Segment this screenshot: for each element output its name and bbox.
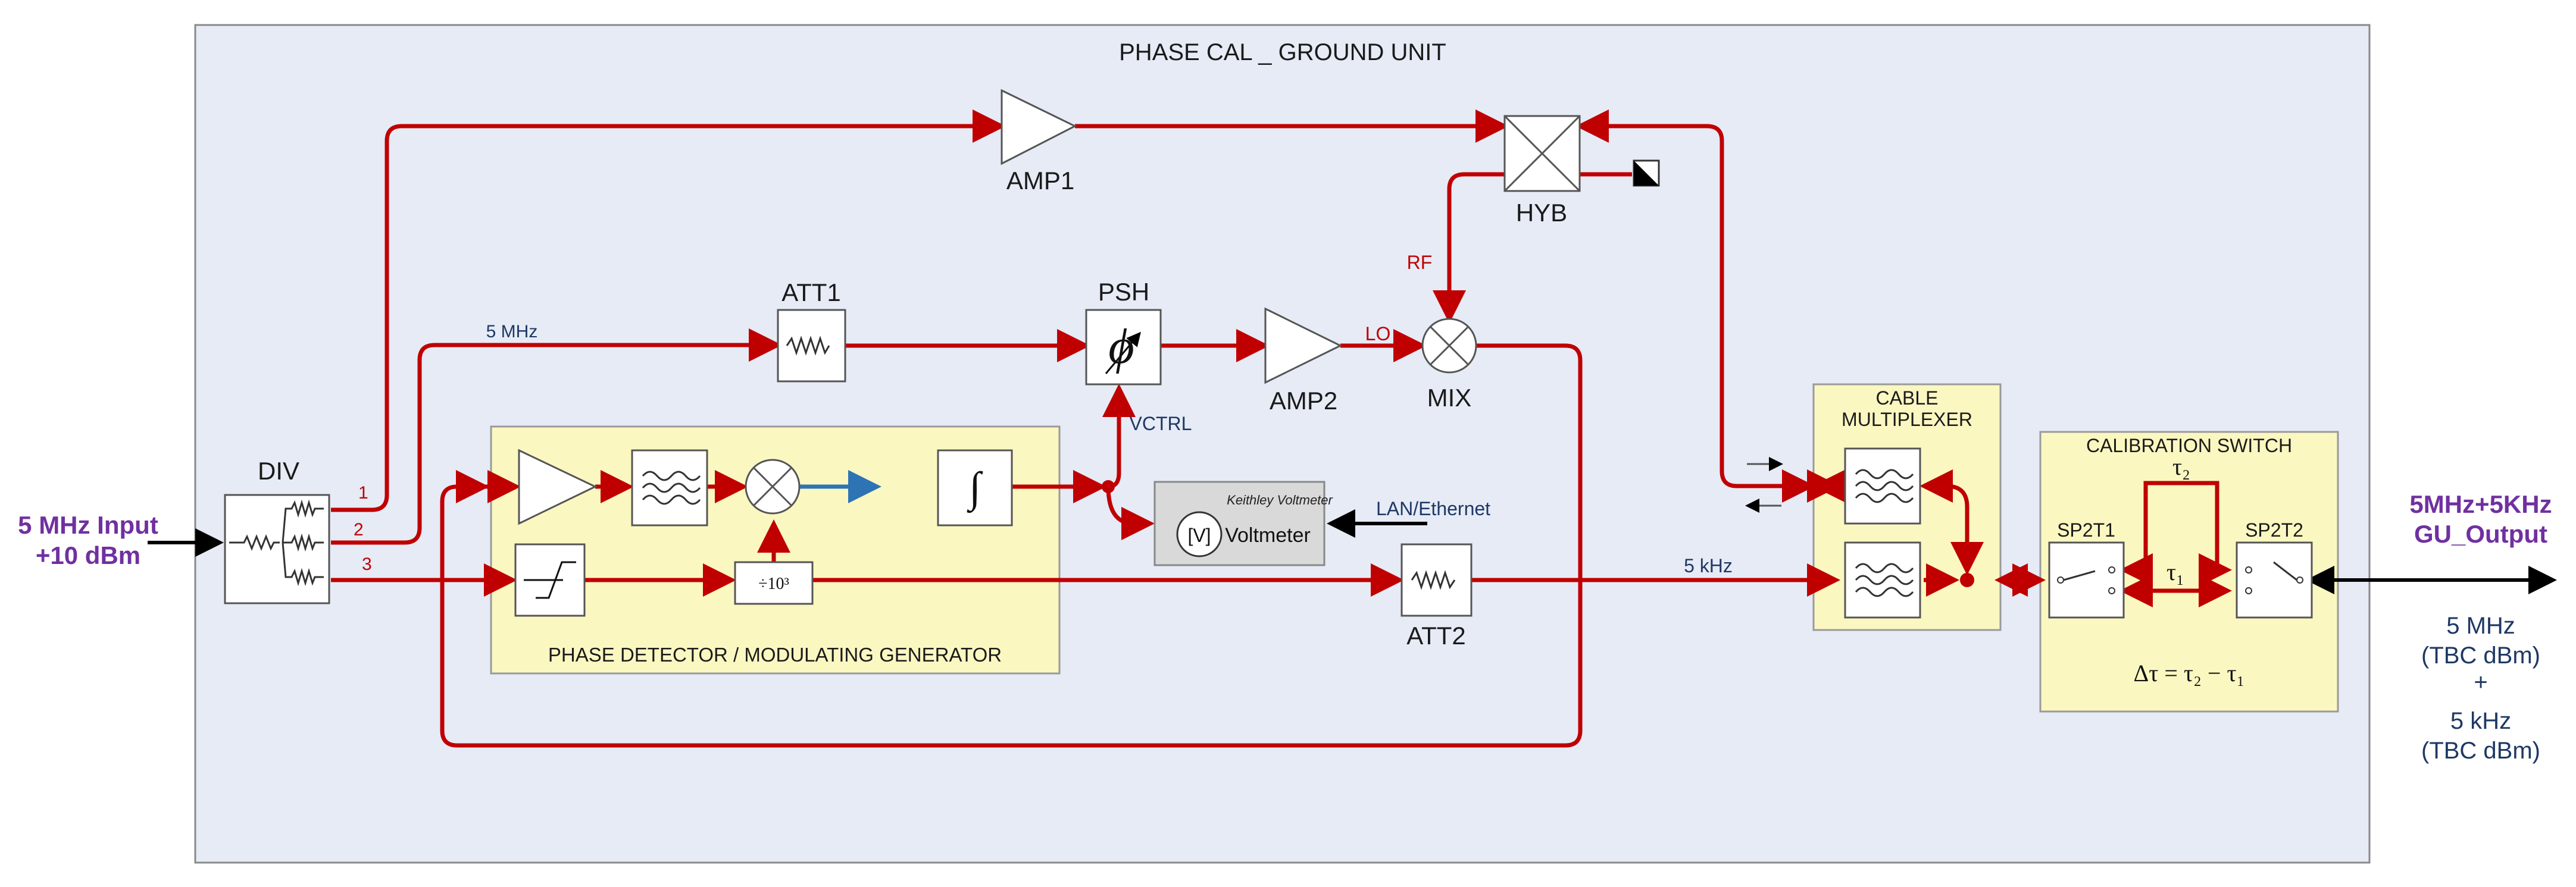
voltmeter-symbol: [V] (1187, 525, 1211, 546)
label-5mhz: 5 MHz (486, 322, 538, 341)
amp2-triangle (1264, 307, 1343, 384)
divider-label: ÷10³ (758, 575, 789, 593)
path-div1-amp1 (331, 109, 1006, 512)
path-hyb-mix-rf (1433, 172, 1505, 324)
input-label-2: +10 dBm (36, 541, 140, 569)
mux-filter-upper (1844, 447, 1921, 525)
cable-mux-label-1: CABLE (1876, 387, 1939, 409)
att2-attenuator (1400, 543, 1473, 617)
pd-divider (734, 561, 814, 605)
sp2t1-label: SP2T1 (2057, 519, 2115, 541)
port-2-label: 2 (354, 520, 364, 540)
voltmeter-header: Keithley Voltmeter (1227, 493, 1333, 507)
output-spec-3: + (2474, 669, 2487, 695)
mixer (1421, 318, 1477, 374)
att1-attenuator (777, 309, 846, 383)
psh-phase-shifter: ϕ (1085, 309, 1162, 385)
pd-multiplier (745, 459, 801, 515)
sp2t2-label: SP2T2 (2245, 519, 2303, 541)
label-lan: LAN/Ethernet (1376, 498, 1490, 519)
output-spec-2: (TBC dBm) (2421, 642, 2540, 669)
junction-vctrl (1102, 480, 1115, 493)
att1-label: ATT1 (781, 278, 841, 306)
cable-mux-label-2: MULTIPLEXER (1842, 409, 1972, 430)
psh-label: PSH (1098, 278, 1149, 306)
voltmeter-dial (1176, 511, 1223, 557)
path-div2-att1 (331, 328, 782, 545)
att2-label: ATT2 (1406, 622, 1466, 650)
div-label: DIV (258, 457, 299, 485)
label-5khz: 5 kHz (1684, 555, 1733, 576)
output-spec-4: 5 kHz (2450, 708, 2511, 734)
pd-comparator (514, 543, 586, 617)
label-vctrl: VCTRL (1130, 413, 1192, 434)
output-spec-5: (TBC dBm) (2421, 738, 2540, 764)
tau2-label: τ₂ (2172, 453, 2190, 480)
integrator-symbol: ∫ (967, 463, 983, 513)
signal-lines (331, 109, 2232, 748)
pd-integrator (937, 449, 1013, 526)
amp2-label: AMP2 (1270, 387, 1337, 415)
output-title-1: 5MHz+5KHz (2409, 490, 2552, 518)
voltmeter-label: Voltmeter (1225, 524, 1311, 547)
hyb-label: HYB (1516, 199, 1567, 227)
delta-tau-formula: Δτ = τ₂ − τ₁ (2134, 660, 2245, 687)
tau1-label: τ₁ (2167, 559, 2184, 585)
calibration-switch-title: CALIBRATION SWITCH (2086, 435, 2292, 456)
amp1-label: AMP1 (1006, 167, 1074, 195)
termination-load-icon (1633, 159, 1660, 187)
junction-mux (1960, 573, 1974, 587)
output-title-2: GU_Output (2414, 520, 2547, 548)
pd-amplifier (518, 449, 598, 525)
path-hyb-mux (1575, 109, 1815, 503)
path-mux-combine (1920, 469, 1984, 575)
label-lo: LO (1365, 323, 1391, 344)
panel-title: PHASE CAL _ GROUND UNIT (1119, 39, 1446, 65)
hyb-coupler (1503, 115, 1581, 192)
mix-label: MIX (1427, 384, 1472, 412)
pd-filter (631, 449, 708, 526)
label-rf: RF (1407, 252, 1433, 273)
amp1-triangle (1001, 89, 1077, 165)
mux-filter-lower (1844, 541, 1921, 619)
port-3-label: 3 (362, 554, 372, 574)
div-splitter (224, 494, 330, 604)
sp2t1-switch (2048, 541, 2125, 619)
path-tau2 (2119, 481, 2232, 587)
sp2t2-switch (2236, 541, 2313, 619)
output-spec-1: 5 MHz (2446, 613, 2515, 639)
input-label-1: 5 MHz Input (18, 511, 158, 539)
port-1-label: 1 (358, 483, 368, 503)
phase-detector-label: PHASE DETECTOR / MODULATING GENERATOR (548, 644, 1002, 666)
path-vctrl-voltmeter (1106, 486, 1155, 540)
